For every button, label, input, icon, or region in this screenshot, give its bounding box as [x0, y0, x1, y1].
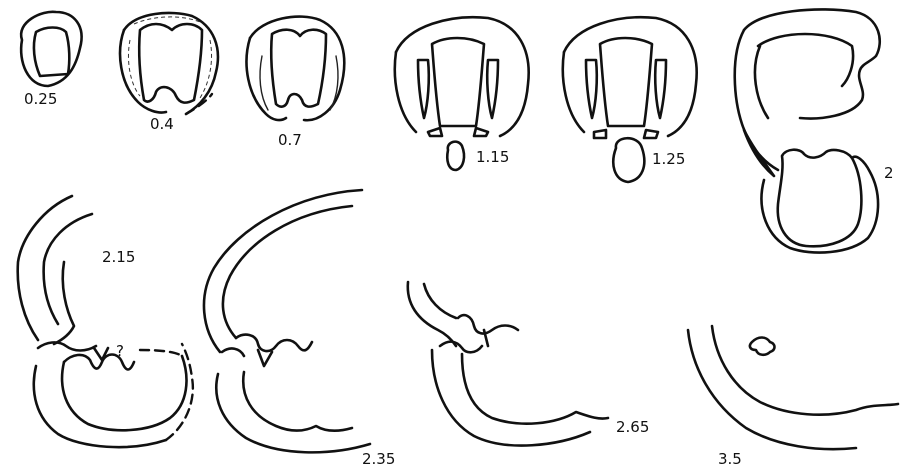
question-mark-annotation: ?: [116, 342, 124, 360]
section-stage-2: [735, 9, 880, 252]
section-stage-0-7: [247, 17, 345, 121]
stage-label-1-25: 1.25: [652, 150, 685, 168]
stage-label-3-5: 3.5: [718, 450, 742, 467]
section-stage-2-15: [18, 196, 193, 447]
section-stage-0-25: [21, 12, 81, 86]
section-stage-3-5: [688, 326, 898, 449]
section-stage-0-4: [120, 13, 218, 114]
stage-label-0-25: 0.25: [24, 90, 57, 108]
stage-label-1-15: 1.15: [476, 148, 509, 166]
stage-label-2-15: 2.15: [102, 248, 135, 266]
stage-label-0-4: 0.4: [150, 115, 174, 133]
stage-label-0-7: 0.7: [278, 131, 302, 149]
section-stage-2-65: [408, 282, 608, 446]
stage-label-2-65: 2.65: [616, 418, 649, 436]
section-stage-2-35: [204, 190, 370, 452]
stage-labels: 0.25 0.4 0.7 1.15 1.25 2 2.15 2.35 2.65 …: [24, 90, 894, 467]
stage-label-2-35: 2.35: [362, 450, 395, 467]
stage-label-2: 2: [884, 164, 894, 182]
